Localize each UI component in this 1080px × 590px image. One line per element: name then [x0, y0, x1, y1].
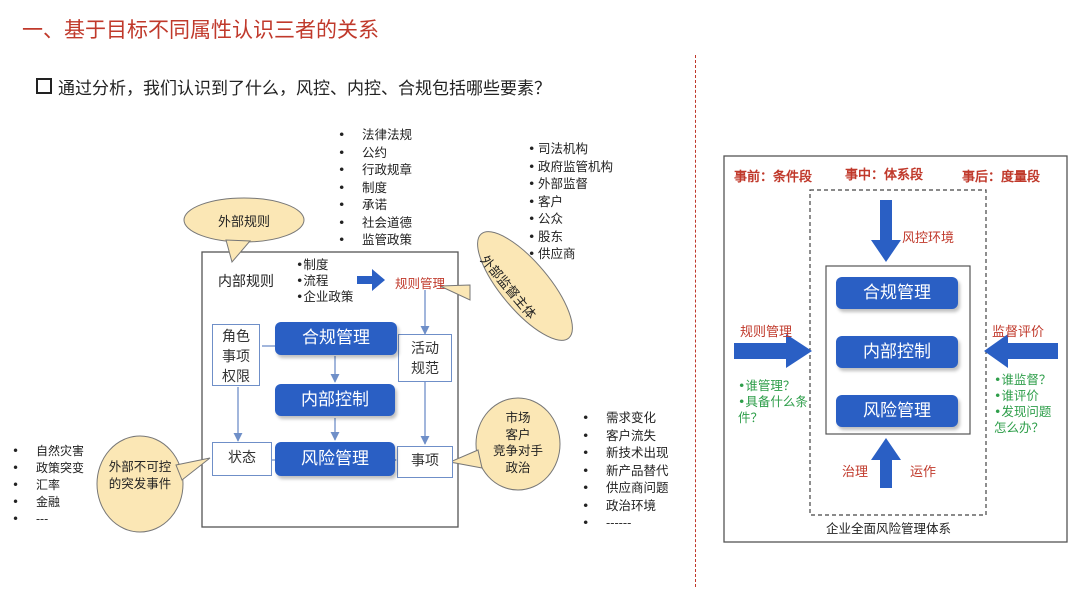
- arrow-down-icon: [871, 200, 901, 262]
- bubble-external-rules-text: 外部规则: [218, 215, 271, 230]
- system-footer-label: 企业全面风险管理体系: [826, 521, 952, 536]
- list-item: 自然灾害: [12, 443, 84, 460]
- list-item: •企业政策: [296, 289, 354, 304]
- matter-box: 事项: [397, 446, 453, 478]
- bubble-market-text: 市场 客户 竞争对手 政治: [492, 410, 543, 475]
- list-item: 政府监管机构: [528, 158, 613, 176]
- internal-rules-label: 内部规则: [218, 274, 274, 290]
- governance-label: 治理: [842, 465, 869, 480]
- phase-during: 事中：体系段: [845, 168, 924, 183]
- rules-mgmt-label: 规则管理: [395, 276, 446, 291]
- list-item: 金融: [12, 494, 84, 511]
- bubble-emergency-text: 外部不可控的突发事件: [108, 459, 172, 491]
- compliance-management-box-right: 合规管理: [836, 277, 958, 309]
- risk-management-box: 风险管理: [275, 442, 395, 476]
- page-title: 一、基于目标不同属性认识三者的关系: [22, 18, 379, 42]
- system-dashed-frame: [809, 189, 987, 516]
- list-external-rules: 法律法规 公约 行政规章 制度 承诺 社会道德 监管政策: [338, 126, 412, 249]
- vertical-divider: [695, 55, 696, 587]
- list-item: 股东: [528, 228, 613, 246]
- list-item: 汇率: [12, 477, 84, 494]
- list-item: 公约: [338, 144, 412, 162]
- list-oversight: 司法机构 政府监管机构 外部监督 客户 公众 股东 供应商: [528, 140, 613, 263]
- arrow-right-icon: [734, 334, 812, 368]
- phase-before: 事前：条件段: [734, 170, 813, 185]
- list-item: 客户: [528, 193, 613, 211]
- list-item: 司法机构: [528, 140, 613, 158]
- right-questions: •谁监督？ •谁评价 •发现问题怎么办？: [994, 372, 1052, 435]
- list-item: ------: [582, 514, 669, 532]
- arrow-up-icon: [871, 438, 901, 488]
- list-item: 供应商: [528, 245, 613, 263]
- list-item: 需求变化: [582, 409, 669, 427]
- list-item: •制度: [296, 257, 329, 272]
- left-questions: •谁管理？ •具备什么条件？: [738, 378, 808, 425]
- bubble-emergency: [96, 435, 184, 533]
- operation-label: 运作: [910, 465, 937, 480]
- list-item: 法律法规: [338, 126, 412, 144]
- list-item: 监管政策: [338, 231, 412, 249]
- list-item: 客户流失: [582, 427, 669, 445]
- supervision-label: 监督评价: [992, 325, 1045, 340]
- list-item: 供应商问题: [582, 479, 669, 497]
- list-item: 政治环境: [582, 497, 669, 515]
- list-item: 承诺: [338, 196, 412, 214]
- internal-control-box-right: 内部控制: [836, 336, 958, 368]
- list-item: 新产品替代: [582, 462, 669, 480]
- internal-rules-items: •制度 •流程 •企业政策: [296, 257, 353, 305]
- activity-box: 活动规范: [398, 334, 452, 382]
- compliance-management-box: 合规管理: [275, 322, 397, 355]
- list-item: 制度: [338, 179, 412, 197]
- list-item: 政策突变: [12, 460, 84, 477]
- list-item: 新技术出现: [582, 444, 669, 462]
- risk-management-box-right: 风险管理: [836, 395, 958, 427]
- phase-after: 事后：度量段: [962, 170, 1041, 185]
- list-item: 社会道德: [338, 214, 412, 232]
- list-item: 公众: [528, 210, 613, 228]
- checkbox-bullet-icon: [36, 78, 52, 94]
- bubble-market: [475, 397, 561, 491]
- list-item: •流程: [296, 273, 329, 288]
- subtitle: 通过分析，我们认识到了什么，风控、内控、合规包括哪些要素？: [58, 79, 551, 99]
- status-box: 状态: [212, 442, 272, 476]
- left-diagram-connectors: [96, 197, 573, 533]
- risk-env-label: 风控环境: [902, 231, 955, 246]
- list-changes: 需求变化 客户流失 新技术出现 新产品替代 供应商问题 政治环境 ------: [582, 409, 669, 532]
- internal-control-box: 内部控制: [275, 384, 395, 416]
- bubble-oversight: [477, 231, 573, 341]
- list-disasters: 自然灾害 政策突变 汇率 金融 ---: [12, 443, 84, 528]
- list-item: ---: [12, 511, 84, 528]
- arrow-left-icon: [984, 334, 1058, 368]
- role-box: 角色事项权限: [212, 324, 260, 386]
- rules-mgmt-label-right: 规则管理: [740, 325, 793, 340]
- list-item: 外部监督: [528, 175, 613, 193]
- list-item: 行政规章: [338, 161, 412, 179]
